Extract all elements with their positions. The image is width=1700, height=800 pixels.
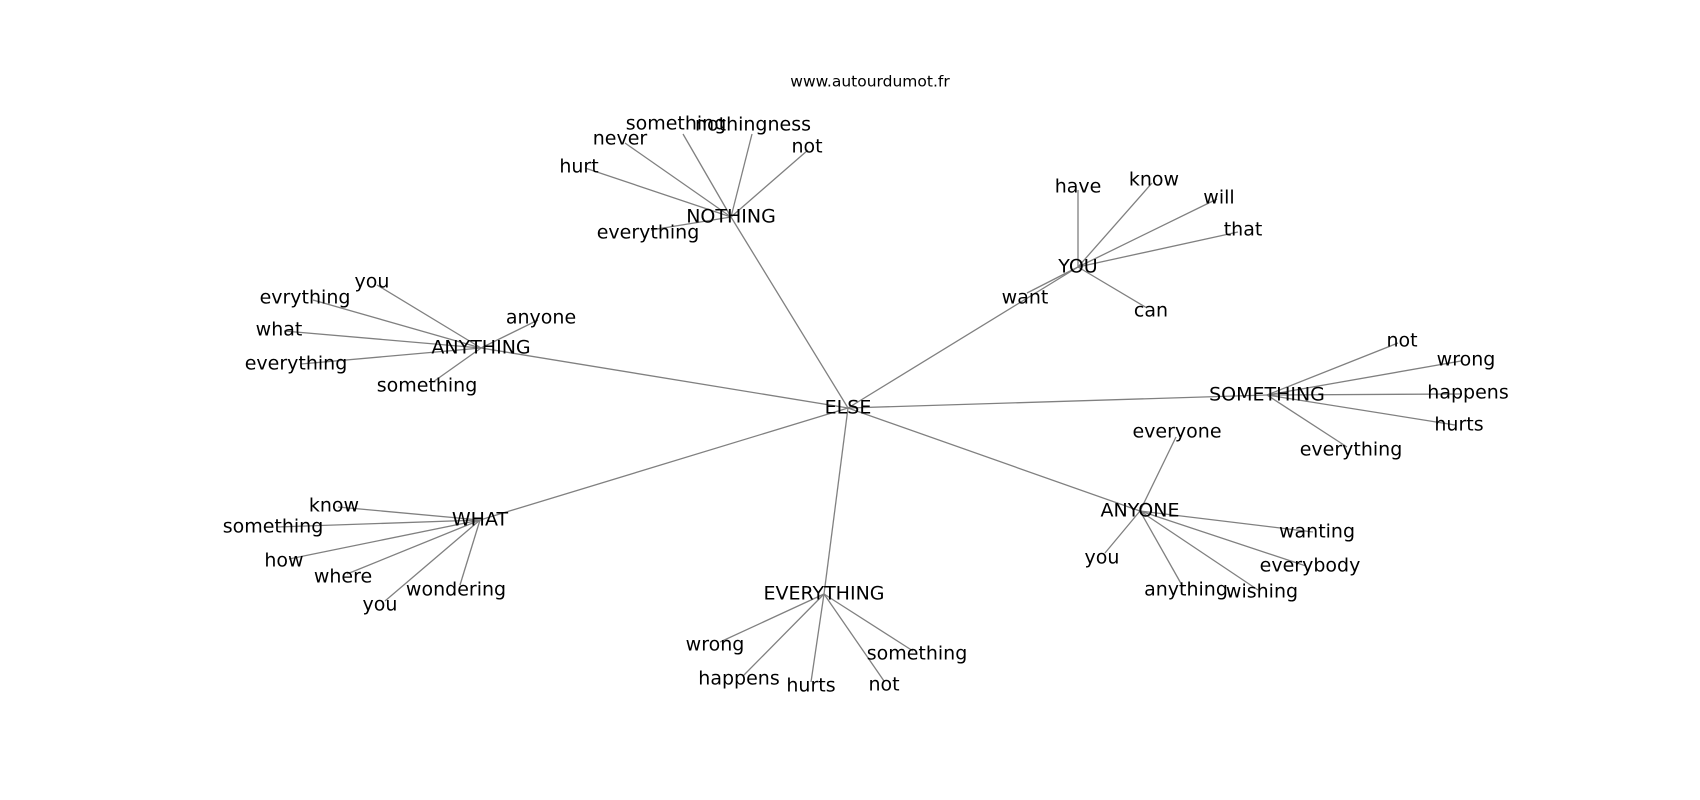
edge-nothing-not <box>730 149 809 218</box>
edge-center-anyone <box>847 407 1141 512</box>
edge-you-want <box>1026 266 1079 294</box>
leaf-node-everything-not: not <box>868 674 899 696</box>
edge-everything-wrong <box>719 593 825 643</box>
edge-nothing-something <box>682 133 732 218</box>
leaf-node-you-can: can <box>1134 300 1168 322</box>
edge-what-how <box>288 519 481 560</box>
edge-something-everything <box>1266 394 1348 448</box>
edge-something-hurts <box>1266 394 1456 426</box>
leaf-node-something-hurts: hurts <box>1434 414 1483 436</box>
center-node: ELSE <box>825 397 872 419</box>
leaf-node-anyone-everyone: everyone <box>1132 421 1221 443</box>
leaf-node-anyone-everybody: everybody <box>1260 555 1361 577</box>
edge-you-can <box>1077 266 1148 309</box>
leaf-node-you-want: want <box>1002 287 1049 309</box>
leaf-node-nothing-hurt: hurt <box>559 156 598 178</box>
edge-everything-something <box>823 593 914 652</box>
edge-something-not <box>1266 342 1399 396</box>
edge-what-you <box>384 519 481 602</box>
leaf-node-anyone-you: you <box>1085 547 1120 569</box>
edge-what-where <box>346 519 481 575</box>
edge-you-that <box>1077 231 1239 268</box>
leaf-node-nothing-never: never <box>593 128 648 150</box>
hub-node-everything: EVERYTHING <box>763 583 884 605</box>
leaf-node-something-happens: happens <box>1427 382 1508 404</box>
edge-anyone-everybody <box>1139 510 1307 567</box>
edge-what-something <box>276 519 481 528</box>
edge-center-something <box>847 394 1268 409</box>
leaf-node-nothing-something: something <box>626 113 727 135</box>
edge-something-happens <box>1266 393 1463 396</box>
edge-what-know <box>337 506 481 521</box>
leaf-node-anything-you: you <box>355 271 390 293</box>
edge-what-wondering <box>459 519 481 586</box>
hub-node-anyone: ANYONE <box>1101 500 1180 522</box>
edge-center-nothing <box>730 216 849 409</box>
leaf-node-you-that: that <box>1224 219 1263 241</box>
edge-anything-evrything <box>312 299 482 349</box>
leaf-node-nothing-everything: everything <box>597 222 700 244</box>
edge-everything-hurts <box>810 593 825 683</box>
hub-node-anything: ANYTHING <box>431 337 530 359</box>
leaf-node-everything-hurts: hurts <box>786 675 835 697</box>
leaf-node-something-everything: everything <box>1300 439 1403 461</box>
edge-anything-anyone <box>480 319 539 349</box>
leaf-node-what-know: know <box>309 495 359 517</box>
watermark-text: www.autourdumot.fr <box>790 73 950 91</box>
edge-anyone-wishing <box>1139 510 1259 591</box>
hub-node-you: YOU <box>1057 256 1097 278</box>
leaf-node-nothing-nothingness: nothingness <box>695 114 811 136</box>
edge-anything-you <box>376 284 482 349</box>
leaf-node-something-not: not <box>1386 330 1417 352</box>
leaf-node-anything-anyone: anyone <box>506 307 576 329</box>
edge-you-will <box>1077 198 1218 268</box>
edge-anyone-you <box>1104 510 1141 554</box>
hub-node-nothing: NOTHING <box>686 206 776 228</box>
edge-anyone-anything <box>1139 510 1184 588</box>
leaf-node-everything-something: something <box>867 643 968 665</box>
edge-nothing-hurt <box>584 167 732 218</box>
leaf-node-everything-wrong: wrong <box>686 634 745 656</box>
edge-you-know <box>1077 182 1153 268</box>
edge-anything-what <box>283 330 482 349</box>
leaf-node-you-know: know <box>1129 169 1179 191</box>
leaf-node-you-have: have <box>1055 176 1102 198</box>
leaf-node-what-where: where <box>314 566 372 588</box>
edges-layer <box>276 133 1463 683</box>
edge-anything-something <box>432 347 482 383</box>
leaf-node-anything-everything: everything <box>245 353 348 375</box>
leaf-node-anyone-anything: anything <box>1144 579 1228 601</box>
edge-nothing-nothingness <box>730 133 753 218</box>
leaf-node-something-wrong: wrong <box>1437 349 1496 371</box>
edge-center-what <box>479 407 849 521</box>
hub-node-something: SOMETHING <box>1209 384 1325 406</box>
edge-center-everything <box>823 407 849 595</box>
edge-something-wrong <box>1266 360 1462 396</box>
leaf-node-nothing-not: not <box>791 136 822 158</box>
edge-anything-everything <box>300 347 482 365</box>
edge-anyone-everyone <box>1139 436 1177 512</box>
leaf-node-you-will: will <box>1203 187 1234 209</box>
leaf-node-anything-something: something <box>377 375 478 397</box>
leaf-node-what-you: you <box>363 594 398 616</box>
leaf-node-what-wondering: wondering <box>406 579 506 601</box>
leaf-node-anyone-wanting: wanting <box>1279 521 1355 543</box>
edge-center-you <box>847 266 1079 409</box>
edge-nothing-everything <box>650 216 732 231</box>
edge-anyone-wanting <box>1139 510 1314 533</box>
leaf-node-what-something: something <box>223 516 324 538</box>
hub-node-what: WHAT <box>452 509 509 531</box>
edge-center-anything <box>480 347 849 409</box>
edge-everything-not <box>823 593 885 682</box>
leaf-node-anything-what: what <box>256 319 303 341</box>
leaf-node-anyone-wishing: wishing <box>1226 581 1298 603</box>
leaf-node-everything-happens: happens <box>698 668 779 690</box>
edge-everything-happens <box>742 593 825 677</box>
leaf-node-anything-evrything: evrything <box>260 287 351 309</box>
edge-nothing-never <box>624 142 732 218</box>
leaf-node-what-how: how <box>264 550 303 572</box>
